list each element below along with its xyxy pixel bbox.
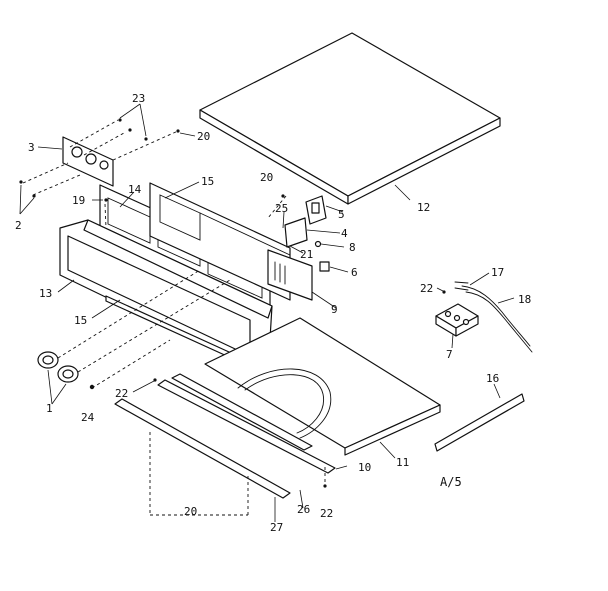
leader-lines xyxy=(19,103,515,522)
callout-27: 27 xyxy=(270,521,283,534)
screw-part-20b xyxy=(281,194,285,198)
rail-part-27 xyxy=(114,398,291,499)
screw-part-22a xyxy=(153,378,157,382)
callout-15-upper: 15 xyxy=(201,175,214,188)
rail-part-26 xyxy=(157,379,336,474)
callout-17: 17 xyxy=(491,266,504,279)
screw-part-22c xyxy=(442,290,446,294)
callout-4: 4 xyxy=(341,227,348,240)
screw-part-23b xyxy=(128,128,132,132)
sheet-code: A/5 xyxy=(440,475,462,489)
callout-18: 18 xyxy=(518,293,531,306)
callout-1: 1 xyxy=(46,402,53,415)
callout-16: 16 xyxy=(486,372,499,385)
callout-26: 26 xyxy=(297,503,310,516)
clip-part-6 xyxy=(319,261,330,272)
callout-labels: 23 3 20 15 20 14 19 2 25 5 12 4 8 21 6 9… xyxy=(15,92,531,534)
callout-10: 10 xyxy=(358,461,371,474)
callout-12: 12 xyxy=(417,201,430,214)
side-strip-part-16 xyxy=(434,393,525,452)
fasteners xyxy=(19,118,446,488)
screw-part-2a xyxy=(19,180,23,184)
assembly-lines xyxy=(22,119,326,516)
callout-6: 6 xyxy=(351,266,358,279)
callout-5: 5 xyxy=(338,208,345,221)
callout-21: 21 xyxy=(300,248,313,261)
callout-7: 7 xyxy=(446,348,453,361)
callout-22-right: 22 xyxy=(420,282,433,295)
switch-part-4 xyxy=(284,217,308,248)
callout-3: 3 xyxy=(28,141,35,154)
screw-part-23c xyxy=(144,137,148,141)
console-frame-part-15 xyxy=(149,182,291,301)
callout-9: 9 xyxy=(331,303,338,316)
callout-13: 13 xyxy=(39,287,52,300)
screw-part-20a xyxy=(176,129,180,133)
knobs-part-1 xyxy=(37,351,79,383)
callout-22-left: 22 xyxy=(115,387,128,400)
callout-14: 14 xyxy=(128,183,142,196)
screw-part-23a xyxy=(118,118,122,122)
screw-part-19 xyxy=(104,198,108,202)
callout-23: 23 xyxy=(132,92,145,105)
rail-part-22-strip xyxy=(171,373,313,451)
knob-plate-part-3 xyxy=(62,136,114,187)
callout-15-lower: 15 xyxy=(74,314,87,327)
screw-part-2b xyxy=(32,194,36,198)
callout-22-bottom: 22 xyxy=(320,507,333,520)
callout-24: 24 xyxy=(81,411,95,424)
screw-part-8 xyxy=(314,240,322,248)
callout-2: 2 xyxy=(15,219,22,232)
callout-20-mid: 20 xyxy=(260,171,273,184)
callout-25: 25 xyxy=(275,202,288,215)
switch-bracket-assembly xyxy=(267,195,330,301)
callout-11: 11 xyxy=(396,456,409,469)
terminal-block-part-7 xyxy=(435,303,479,337)
control-panel-part-13 xyxy=(59,219,273,373)
screw-part-22b xyxy=(323,484,327,488)
callout-20-top: 20 xyxy=(197,130,210,143)
bracket-part-9 xyxy=(267,249,313,301)
screw-part-24 xyxy=(89,384,95,390)
callout-19: 19 xyxy=(72,194,85,207)
power-cord-part-18 xyxy=(454,281,533,353)
callout-20-bottom: 20 xyxy=(184,505,197,518)
top-panel-part-12 xyxy=(199,32,501,205)
base-pan-part-11 xyxy=(204,317,441,456)
callout-8: 8 xyxy=(349,241,356,254)
